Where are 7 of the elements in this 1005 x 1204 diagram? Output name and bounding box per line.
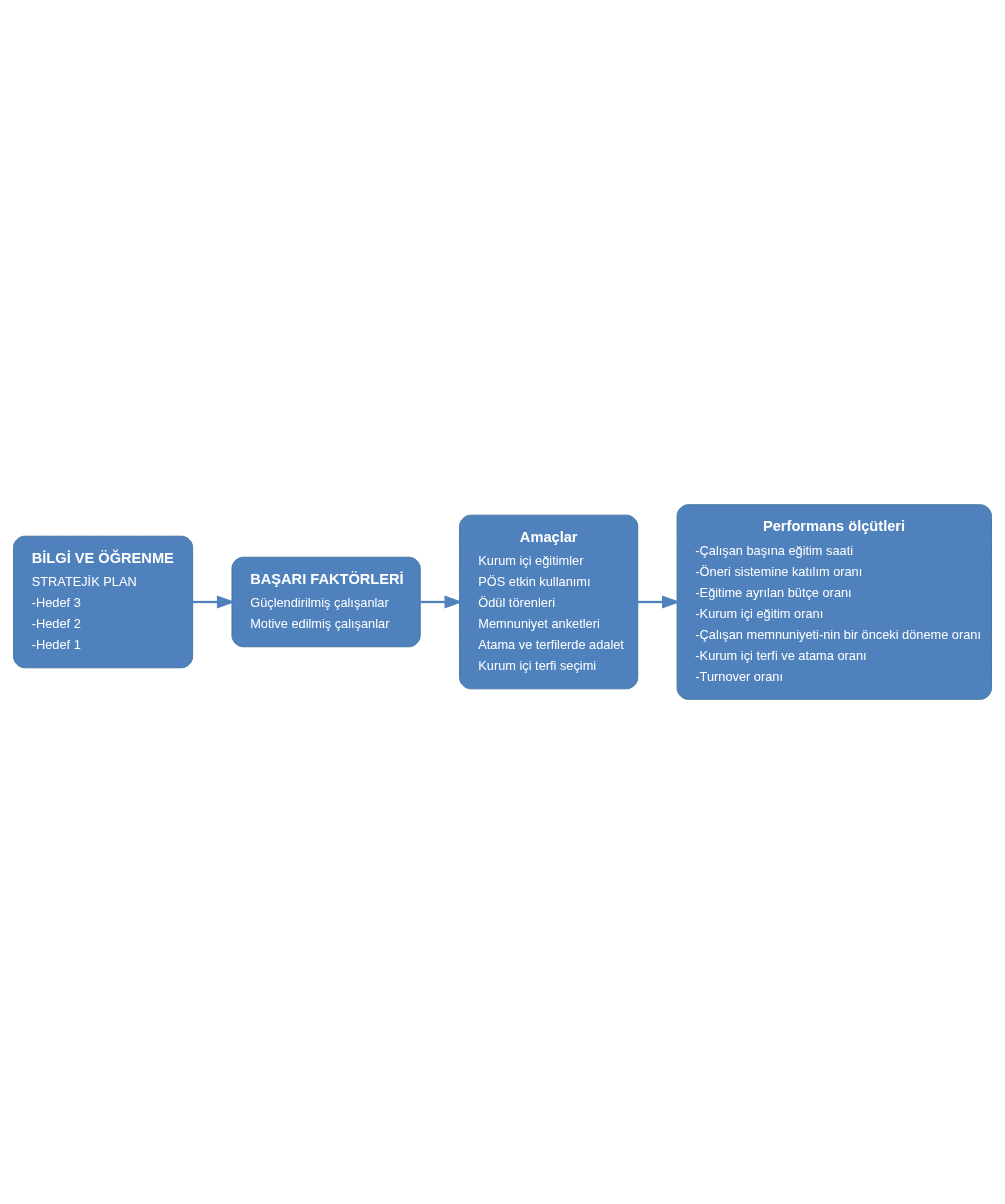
arrow	[637, 595, 681, 609]
node-box: Performans ölçütleri -Çalışan başına eğitim saati -Öneri sistemine katılım oranı -Eğitime ayrılan bütçe oranı -Kurum içi eğitim oranı -Çalışan memnuniyeti-nin bir önceki döneme oranı -Kurum içi terfi ve atama oranı -Turnover oranı	[676, 504, 992, 700]
node-box: BAŞARI FAKTÖRLERİ Güçlendirilmiş çalışanlar Motive edilmiş çalışanlar	[231, 556, 421, 648]
node-box: BİLGİ VE ÖĞRENME STRATEJİK PLAN -Hedef 3 -Hedef 2 -Hedef 1	[13, 535, 194, 669]
arrow	[192, 595, 236, 609]
arrow	[420, 595, 463, 609]
node-box: Amaçlar Kurum içi eğitimler PÖS etkin kullanımı Ödül törenleri Memnuniyet anketleri Atama ve terfilerde adalet Kurum içi terfi seçimi	[459, 514, 639, 690]
